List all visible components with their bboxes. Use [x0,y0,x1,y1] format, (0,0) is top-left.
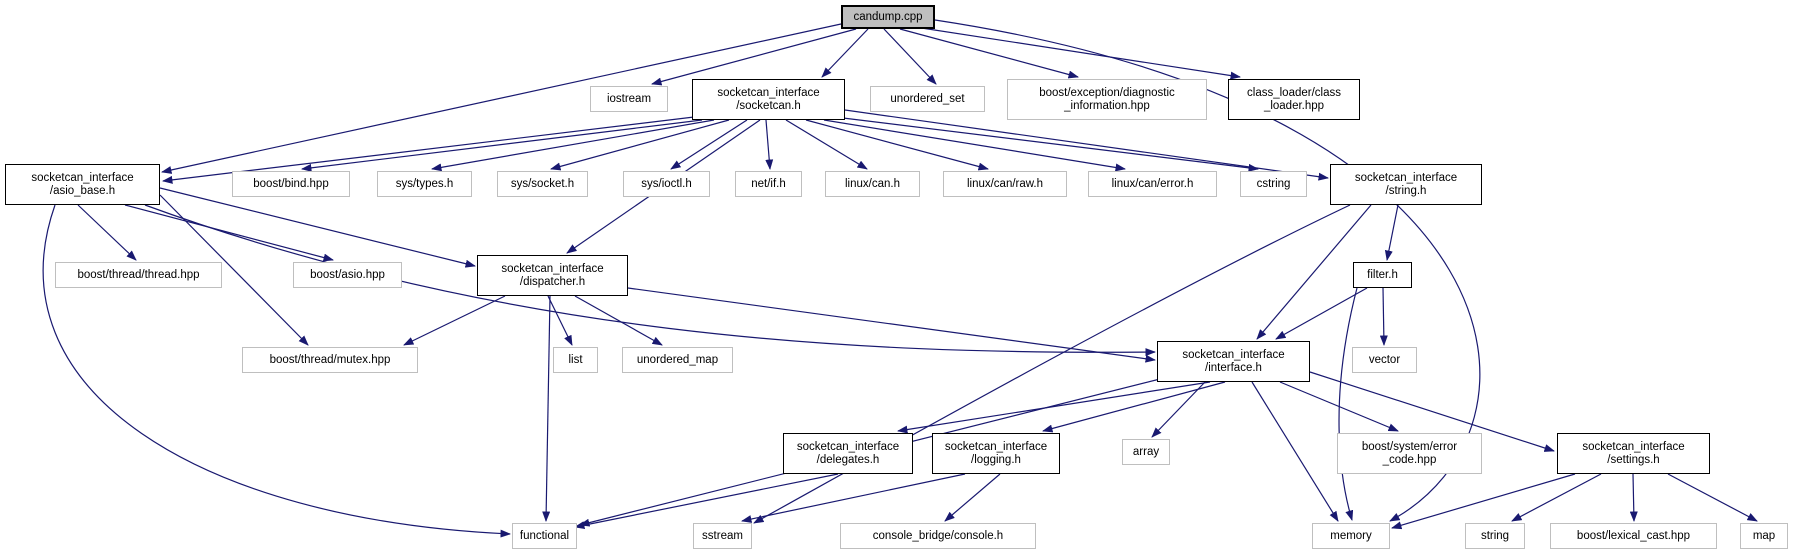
node-map: map [1740,523,1788,549]
edge-asio-base-h-to-interface-h [144,204,1156,357]
edge-candump-cpp-to-class-loader [914,26,1241,80]
edge-candump-cpp-to-unordered-set [883,28,937,85]
node-linux-can-error: linux/can/error.h [1088,171,1217,197]
edge-asio-base-h-to-functional [42,204,511,538]
node-list: list [553,347,598,373]
node-boost-asio: boost/asio.hpp [293,262,402,288]
node-unordered-map: unordered_map [622,347,733,373]
edge-dispatcher-h-to-list [547,295,573,346]
node-boost-thread-mutex: boost/thread/mutex.hpp [242,347,418,373]
edge-settings-h-to-string [1511,473,1602,522]
edge-interface-h-to-boost-system-error-code [1279,381,1399,432]
edge-filter-h-to-interface-h [1275,287,1368,340]
edge-filter-h-to-vector [1379,287,1388,346]
node-interface-h[interactable]: socketcan_interface /interface.h [1157,341,1310,382]
node-logging-h[interactable]: socketcan_interface /logging.h [932,433,1060,474]
node-unordered-set: unordered_set [870,86,985,112]
edge-socketcan-h-to-linux-can-error [823,119,1126,172]
edge-socketcan-h-to-asio-base-h [162,116,695,184]
node-cstring: cstring [1240,171,1307,197]
edge-candump-cpp-to-iostream [651,28,857,86]
node-socketcan-h[interactable]: socketcan_interface /socketcan.h [692,79,845,120]
edge-socketcan-h-to-string-h [844,109,1329,181]
edge-interface-h-to-settings-h [1309,371,1555,452]
edge-logging-h-to-console-bridge-console [944,473,1001,522]
node-array: array [1122,439,1170,465]
edge-settings-h-to-boost-lexical-cast [1629,473,1638,522]
edge-socketcan-h-to-boost-bind [301,119,703,172]
edge-dispatcher-h-to-unordered-map [574,295,663,346]
node-string: string [1465,523,1525,549]
edge-socketcan-h-to-cstring [842,117,1259,172]
edge-candump-cpp-to-asio-base-h [161,23,842,174]
edge-delegates-h-to-functional [574,473,839,530]
node-console-bridge-console: console_bridge/console.h [840,523,1036,549]
edge-interface-h-to-memory [1251,381,1339,522]
edge-asio-base-h-to-dispatcher-h [159,187,476,268]
node-vector: vector [1352,347,1417,373]
edge-logging-h-to-sstream [741,473,966,523]
node-candump-cpp: candump.cpp [841,5,935,29]
edge-socketcan-h-to-linux-can [785,119,868,170]
edge-string-h-to-filter-h [1384,204,1399,261]
edge-dispatcher-h-to-boost-thread-mutex [403,295,506,346]
edge-dispatcher-h-to-functional [542,295,551,522]
edge-socketcan-h-to-net-if [765,119,774,170]
edge-candump-cpp-to-boost-exception-diagnostic-information [899,28,1079,79]
edge-interface-h-to-delegates-h [897,381,1211,434]
edge-string-h-to-interface-h [1256,204,1372,340]
node-sys-socket: sys/socket.h [497,171,588,197]
node-sstream: sstream [693,523,752,549]
edge-asio-base-h-to-boost-thread-mutex [159,194,309,346]
node-class-loader[interactable]: class_loader/class _loader.hpp [1228,79,1360,120]
edge-socketcan-h-to-sys-ioctl [670,119,748,170]
node-sys-types: sys/types.h [377,171,472,197]
edge-settings-h-to-map [1667,473,1758,522]
edge-settings-h-to-memory [1391,473,1576,530]
node-memory: memory [1312,523,1390,549]
node-settings-h[interactable]: socketcan_interface /settings.h [1557,433,1710,474]
node-boost-thread-thread: boost/thread/thread.hpp [55,262,222,288]
node-functional: functional [512,523,577,549]
node-boost-bind: boost/bind.hpp [232,171,350,197]
node-boost-lexical-cast: boost/lexical_cast.hpp [1550,523,1717,549]
node-net-if: net/if.h [735,171,802,197]
node-linux-can: linux/can.h [825,171,920,197]
edge-asio-base-h-to-boost-asio [124,204,334,262]
node-boost-exception-diagnostic-information: boost/exception/diagnostic _information.… [1007,79,1207,120]
edge-socketcan-h-to-sys-socket [550,119,730,171]
edge-dispatcher-h-to-interface-h [627,287,1156,363]
node-string-h[interactable]: socketcan_interface /string.h [1330,164,1482,205]
node-filter-h[interactable]: filter.h [1353,262,1412,288]
edge-string-h-to-sstream [753,204,1351,524]
node-delegates-h[interactable]: socketcan_interface /delegates.h [783,433,913,474]
node-iostream: iostream [590,86,668,112]
node-dispatcher-h[interactable]: socketcan_interface /dispatcher.h [477,255,628,296]
node-linux-can-raw: linux/can/raw.h [943,171,1067,197]
node-asio-base-h[interactable]: socketcan_interface /asio_base.h [5,164,160,205]
edge-socketcan-h-to-sys-types [431,119,715,172]
edge-filter-h-to-memory [1338,287,1358,521]
edge-asio-base-h-to-boost-thread-thread [77,204,137,261]
node-boost-system-error-code: boost/system/error _code.hpp [1337,433,1482,474]
edge-interface-h-to-logging-h [1042,381,1226,433]
edge-socketcan-h-to-linux-can-raw [805,119,989,171]
edge-candump-cpp-to-socketcan-h [821,28,869,78]
node-sys-ioctl: sys/ioctl.h [623,171,710,197]
edge-interface-h-to-array [1151,381,1206,438]
